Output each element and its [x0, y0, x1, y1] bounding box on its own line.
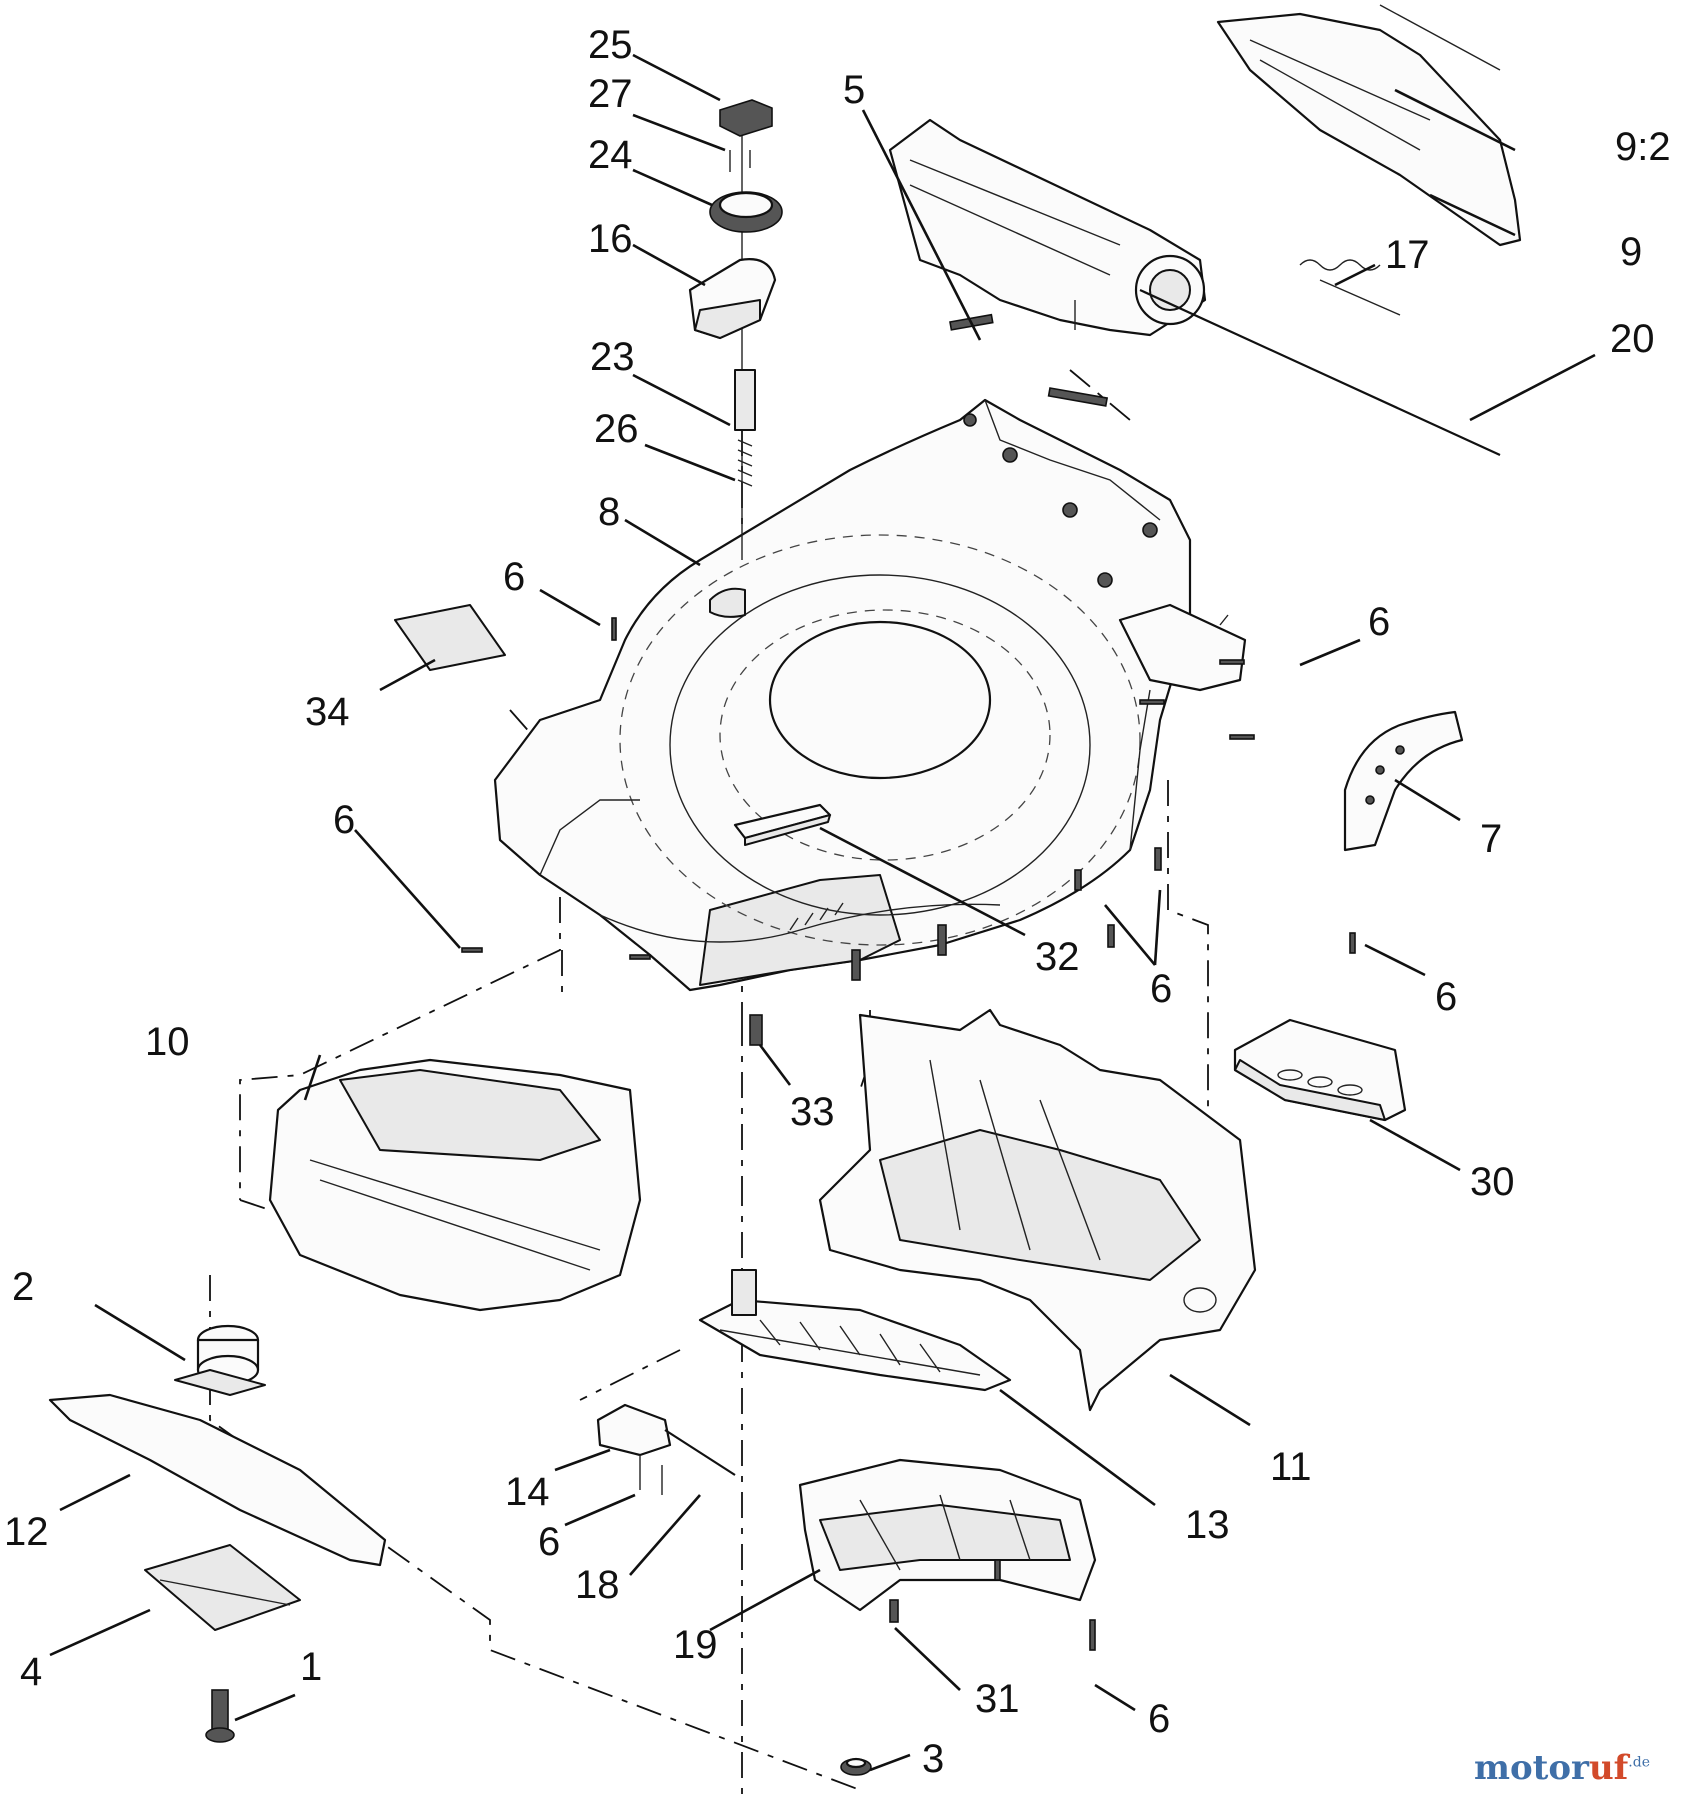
callout-6-left: 6: [333, 798, 355, 842]
callout-23: 23: [590, 335, 635, 379]
decal: [394, 604, 506, 671]
callout-33: 33: [790, 1090, 835, 1134]
side-cover: [1343, 710, 1464, 852]
callout-6-bottom-right: 6: [1148, 1697, 1170, 1741]
callout-3: 3: [922, 1737, 944, 1781]
callout-9: 9: [1620, 230, 1642, 274]
callout-17: 17: [1385, 233, 1430, 277]
callout-numbers: 25 27 24 16 23 26 8 5 9:2 9 17 20 6 34 6…: [4, 23, 1671, 1781]
callout-24: 24: [588, 133, 633, 177]
callout-30: 30: [1470, 1160, 1515, 1204]
callout-19: 19: [673, 1623, 718, 1667]
deck-housing: [493, 398, 1247, 992]
blade-stack: [48, 1324, 387, 1743]
callout-4: 4: [20, 1650, 42, 1694]
front-tray: [268, 1058, 642, 1312]
callout-6-far-right: 6: [1435, 975, 1457, 1019]
callout-31: 31: [975, 1677, 1020, 1721]
callout-6-upper-left: 6: [503, 555, 525, 599]
plate: [698, 1269, 1012, 1392]
callout-20: 20: [1610, 317, 1655, 361]
callout-9-2: 9:2: [1615, 125, 1671, 169]
lower-guard: [798, 1458, 1097, 1612]
callout-10: 10: [145, 1020, 190, 1064]
callout-6-lower-center: 6: [538, 1520, 560, 1564]
watermark-brand-accent: uf: [1588, 1748, 1629, 1788]
bag-frame: [1216, 4, 1522, 247]
watermark-logo: motoruf.de: [1474, 1748, 1650, 1788]
callout-16: 16: [588, 217, 633, 261]
callout-34: 34: [305, 690, 350, 734]
callout-6-right: 6: [1368, 600, 1390, 644]
trap: [1233, 1018, 1407, 1122]
callout-11: 11: [1270, 1445, 1312, 1489]
nut: [840, 1757, 872, 1776]
bracket: [733, 803, 832, 846]
callout-6-center-right: 6: [1150, 967, 1172, 1011]
baffle: [818, 1008, 1257, 1412]
callout-1: 1: [300, 1645, 322, 1689]
callout-8: 8: [598, 490, 620, 534]
height-adjust-stack: [688, 99, 783, 560]
callout-13: 13: [1185, 1503, 1230, 1547]
callout-7: 7: [1480, 817, 1502, 861]
callout-26: 26: [594, 407, 639, 451]
watermark-suffix: .de: [1628, 1754, 1650, 1771]
leader-lines: [49, 53, 1596, 1772]
callout-18: 18: [575, 1563, 620, 1607]
callout-5: 5: [843, 68, 865, 112]
clip-and-pin: [596, 1403, 736, 1495]
screws: [461, 617, 1356, 1651]
callout-32: 32: [1035, 935, 1080, 979]
rear-flap: [888, 118, 1207, 407]
callout-14: 14: [505, 1470, 550, 1514]
callout-12: 12: [4, 1510, 49, 1554]
callout-27: 27: [588, 72, 633, 116]
callout-25: 25: [588, 23, 633, 67]
callout-2: 2: [12, 1265, 34, 1309]
watermark-brand-main: motor: [1473, 1748, 1589, 1788]
